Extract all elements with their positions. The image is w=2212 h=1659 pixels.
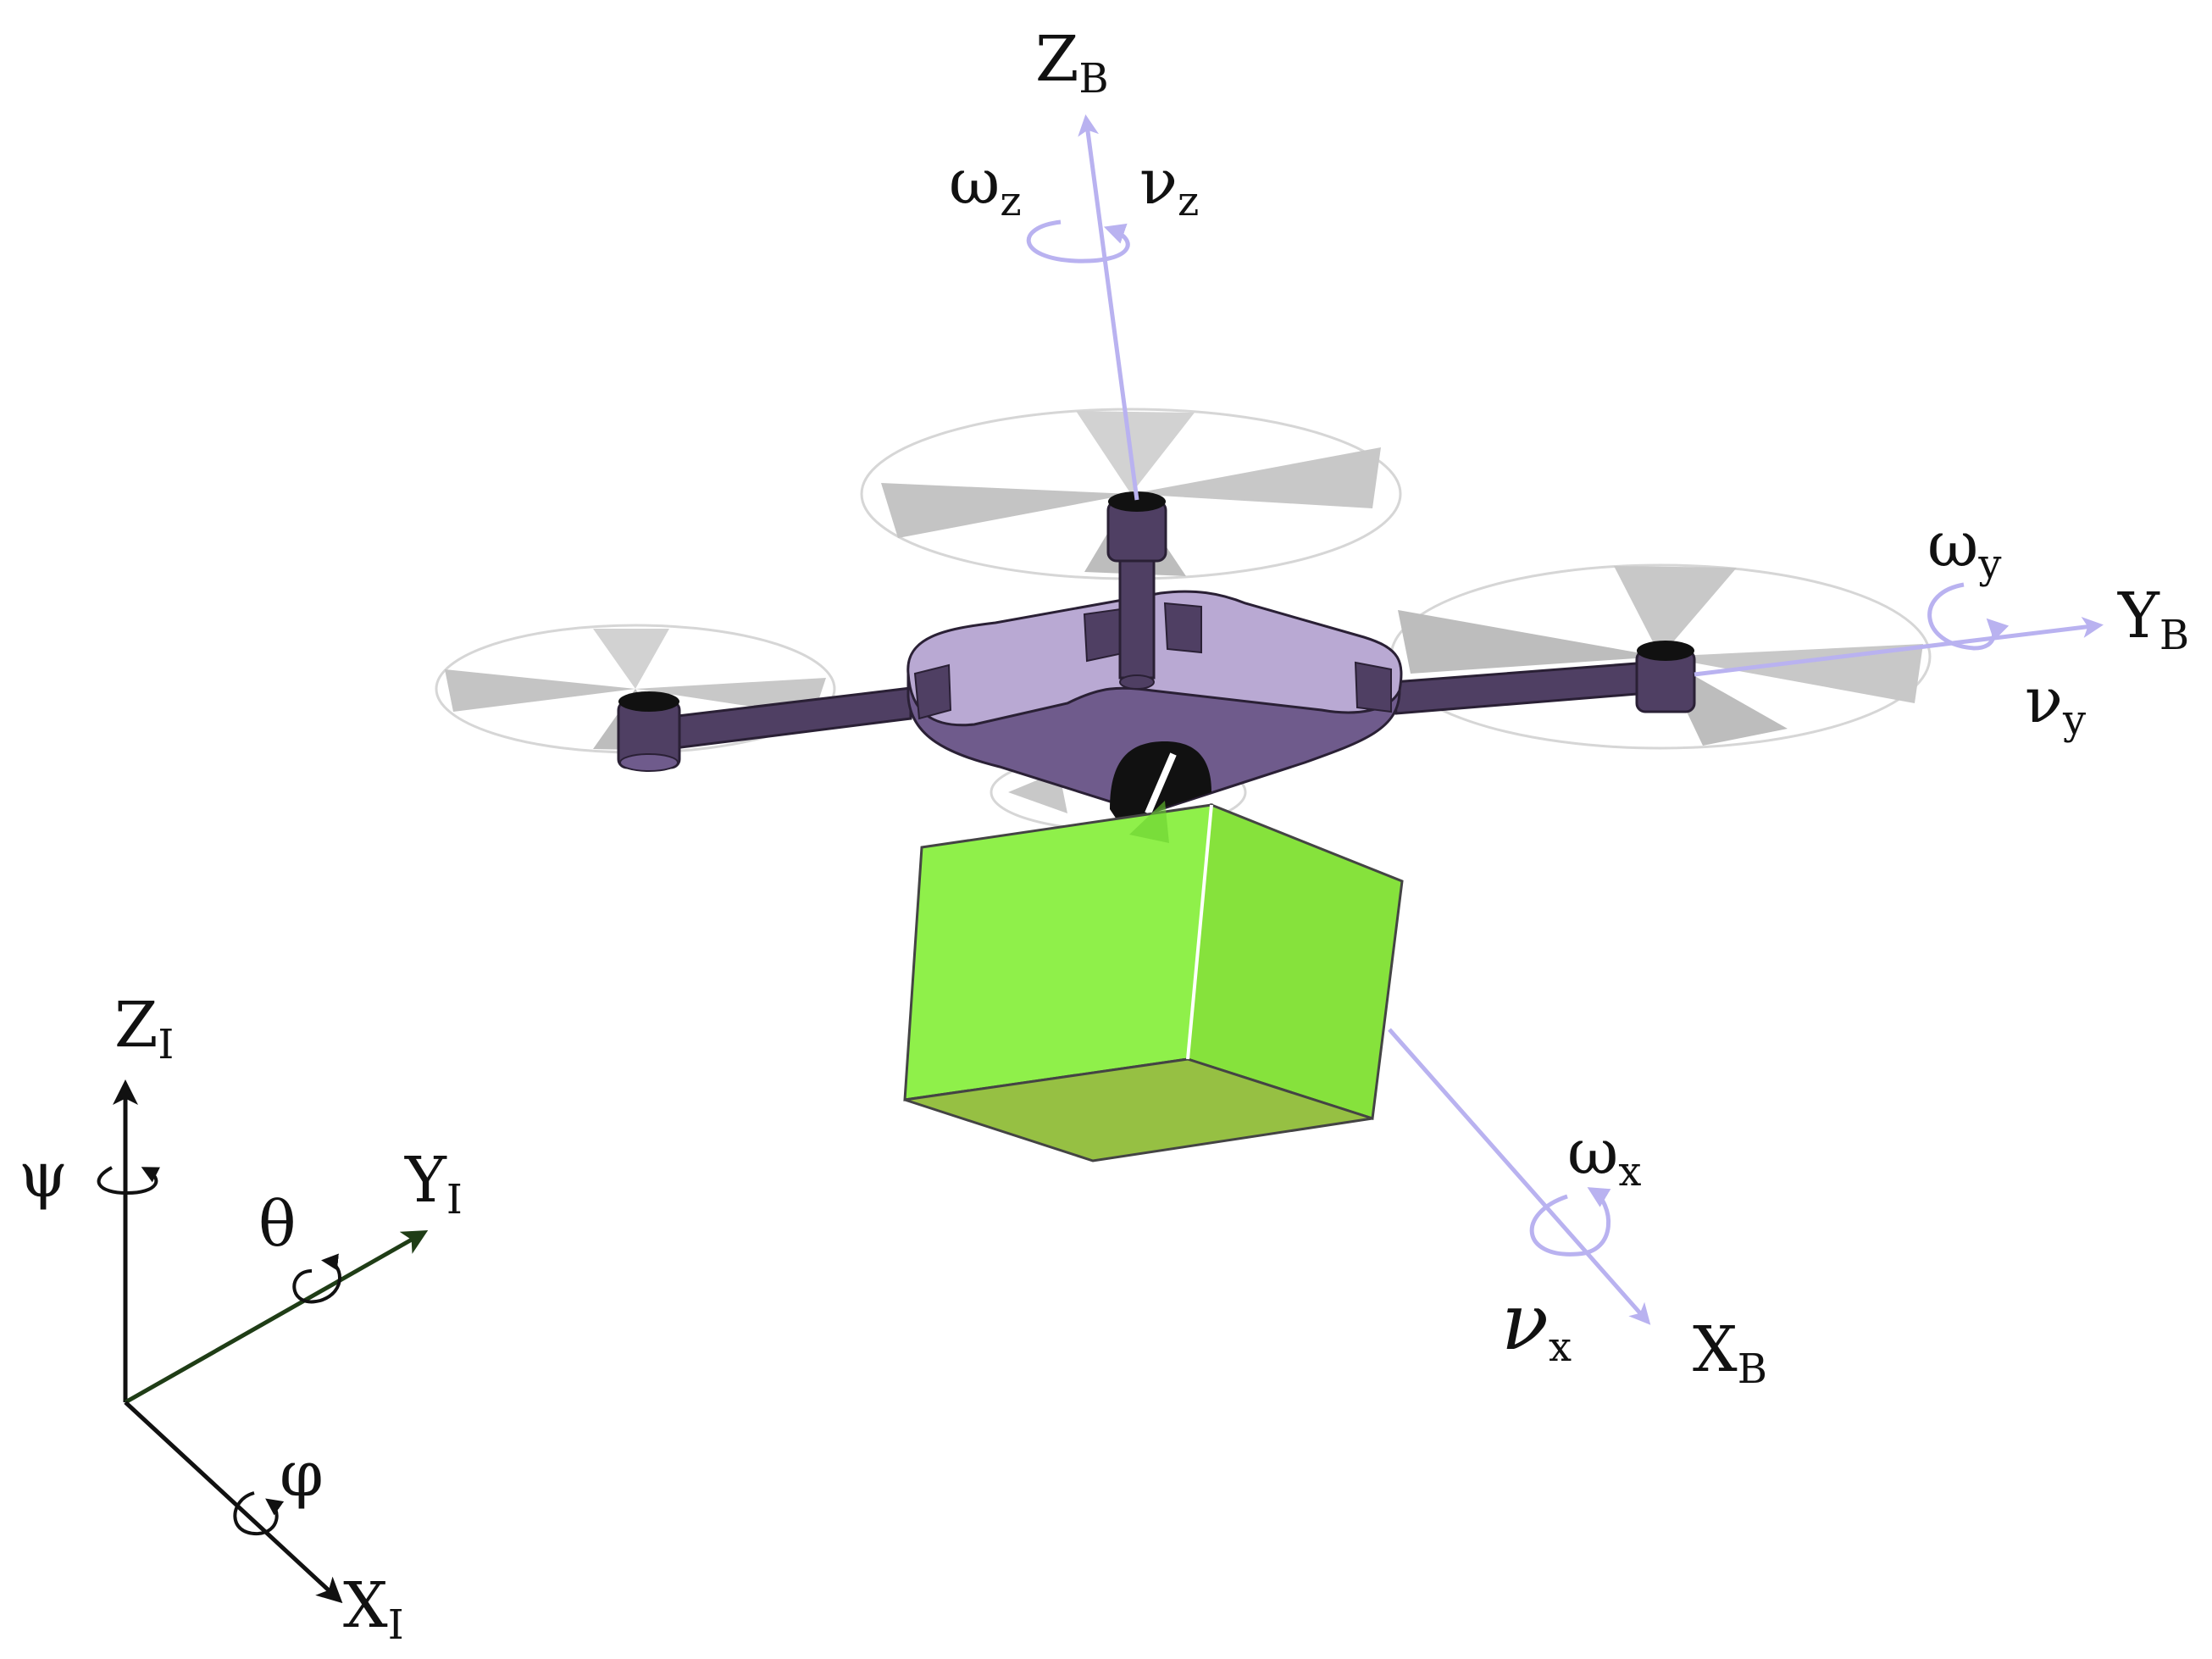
- rotation-psi-icon: [97, 1166, 161, 1196]
- payload-hook: [1110, 741, 1211, 822]
- inertial-axis-x: [124, 1401, 343, 1604]
- inertial-axis-y: [124, 1230, 429, 1405]
- rotation-wz-icon: [1026, 219, 1130, 264]
- label-wy: ωy: [1927, 508, 2001, 588]
- rotation-phi-icon: [233, 1491, 285, 1536]
- rotation-wy-icon: [1927, 582, 2010, 651]
- body-axis-y: [1694, 617, 2104, 677]
- payload-box: [903, 801, 1404, 1162]
- body-axis-z: [1078, 114, 1139, 501]
- label-wx: ωx: [1567, 1116, 1641, 1196]
- label-zb: ZB: [1035, 23, 1109, 103]
- rotation-theta-icon: [292, 1253, 341, 1304]
- body-axis-x: [1388, 1028, 1651, 1325]
- label-phi: φ: [280, 1438, 324, 1511]
- label-zi: ZI: [114, 989, 174, 1068]
- rotation-wx-icon: [1529, 1187, 1611, 1257]
- label-xi: XI: [343, 1569, 404, 1649]
- label-vx: νx: [1501, 1277, 1572, 1371]
- label-psi: ψ: [19, 1139, 68, 1212]
- motor-left: [617, 691, 681, 772]
- label-xb: XB: [1693, 1313, 1767, 1393]
- label-yi: YI: [404, 1144, 463, 1223]
- motor-right: [1635, 641, 1696, 713]
- label-yb: YB: [2117, 580, 2189, 659]
- label-wz: ωz: [949, 146, 1022, 225]
- label-vz: νz: [1139, 146, 1199, 225]
- motor-rear: [1106, 491, 1167, 563]
- label-theta: θ: [258, 1188, 297, 1261]
- label-vy: νy: [2025, 664, 2086, 744]
- drone-arm-rear: [1118, 558, 1156, 690]
